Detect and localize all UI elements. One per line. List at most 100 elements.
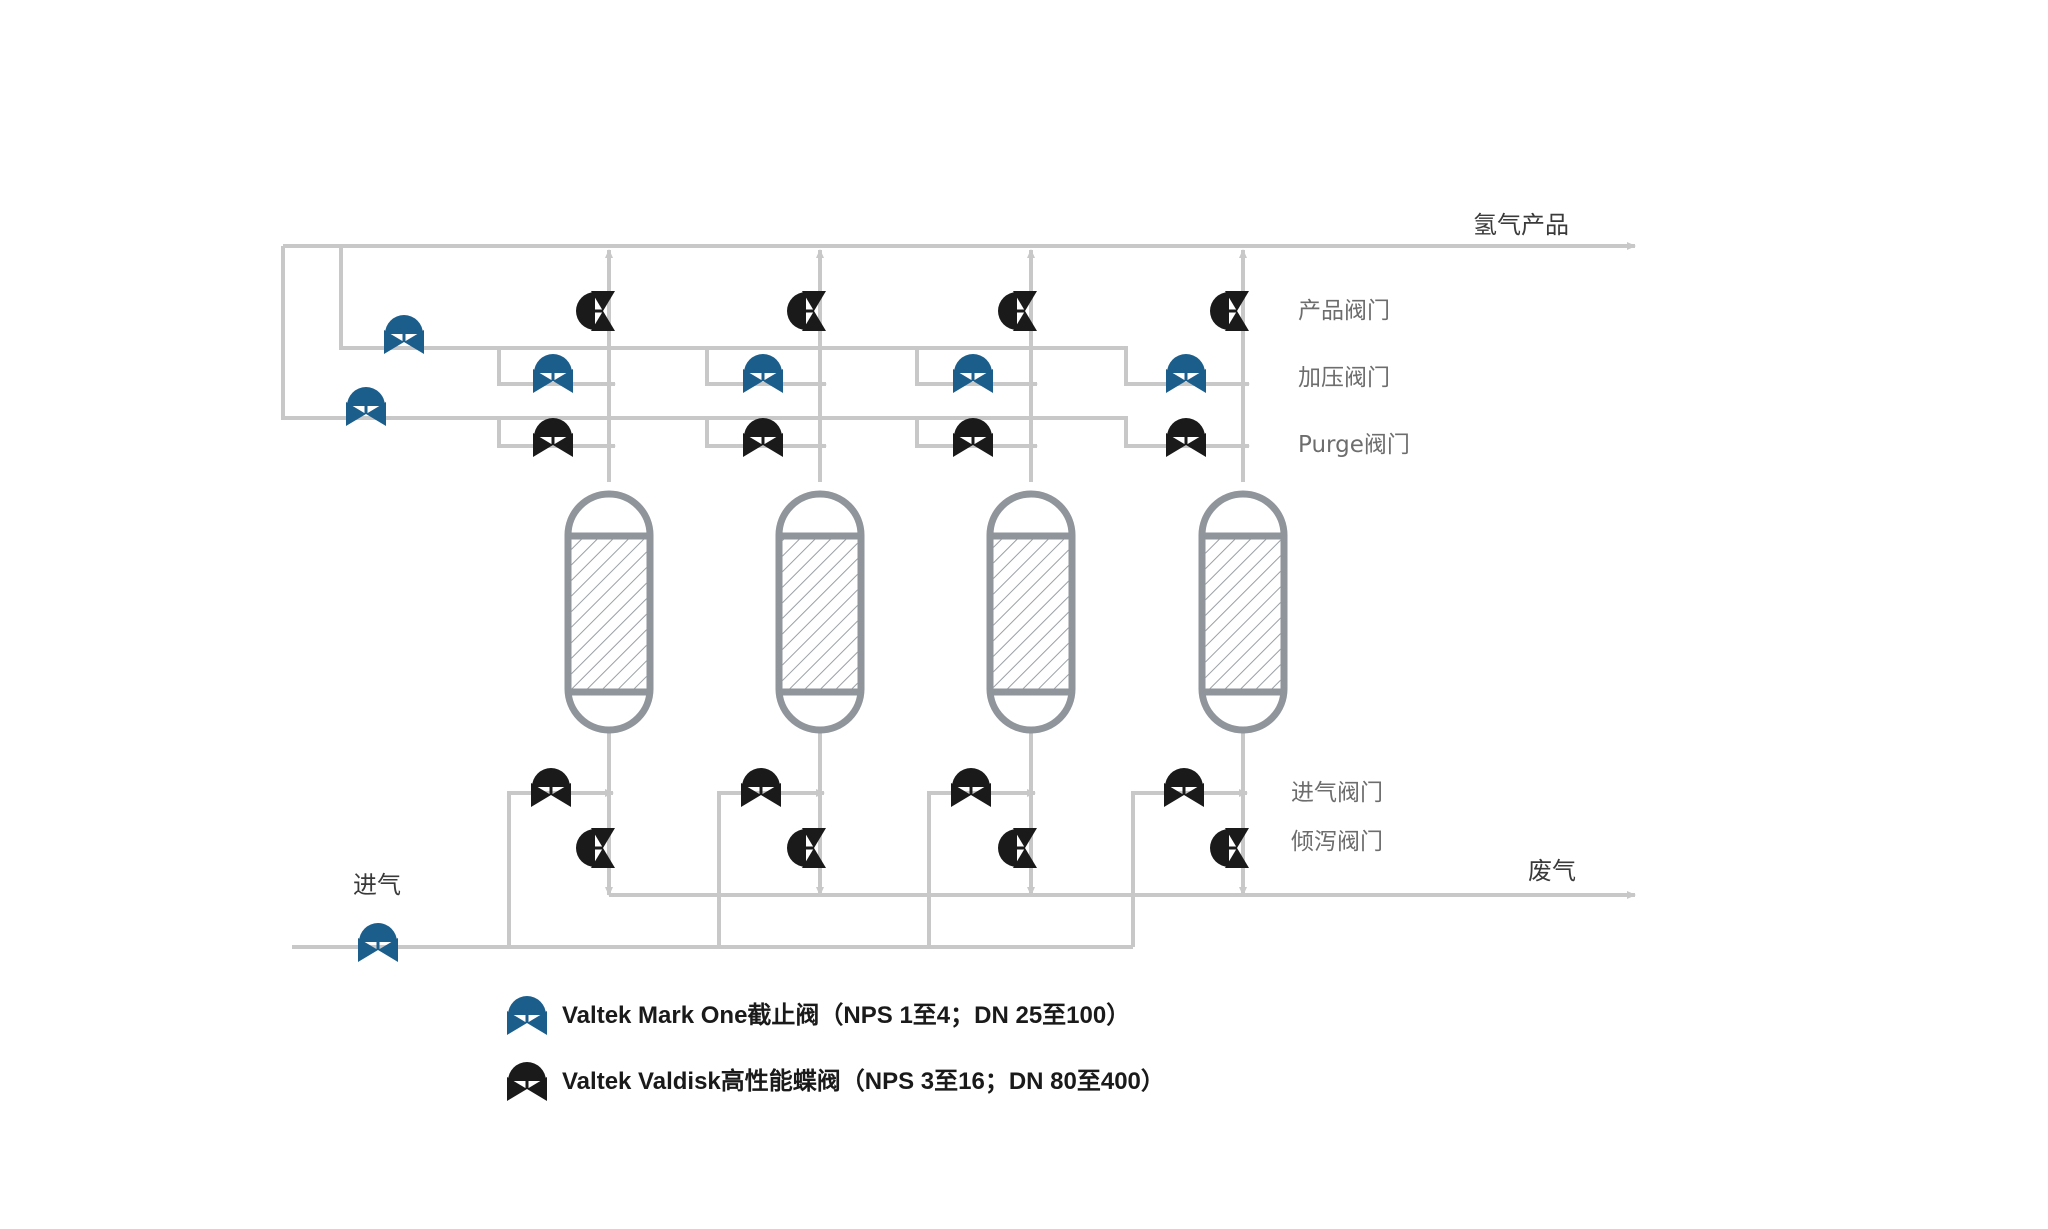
butterfly-valve-icon (998, 291, 1037, 331)
valve-body-right (971, 783, 991, 807)
actuator-dome (744, 354, 782, 373)
valve-body-top (1013, 828, 1037, 848)
pipe (497, 418, 616, 450)
pipe (915, 418, 1038, 450)
globe-valve-icon (533, 418, 573, 457)
valve-body-left (384, 330, 404, 354)
butterfly-valve-icon (787, 828, 826, 868)
globe-valve-icon (384, 315, 424, 354)
valve-body-bottom (591, 848, 615, 868)
valve-body-right (1184, 783, 1204, 807)
valve-body-left (1164, 783, 1184, 807)
actuator-dome (787, 292, 806, 330)
actuator-dome (532, 768, 570, 787)
globe-valve-icon (346, 387, 386, 426)
valve-body-right (1186, 369, 1206, 393)
valve-body-bottom (591, 311, 615, 331)
valve-body-left (507, 1011, 527, 1035)
valve-body-left (1166, 433, 1186, 457)
valve-body-right (763, 433, 783, 457)
globe-valve-icon (951, 768, 991, 807)
waste-gas-label: 废气 (1528, 857, 1576, 885)
valve-body-left (743, 369, 763, 393)
butterfly-valve-icon (1210, 291, 1249, 331)
adsorber-vessel (986, 490, 1076, 734)
valve-body-left (953, 433, 973, 457)
actuator-dome (1210, 292, 1229, 330)
actuator-dome (576, 829, 595, 867)
valve-body-top (591, 828, 615, 848)
legend-butterfly-valve (507, 1062, 547, 1101)
globe-valve-icon (533, 354, 573, 393)
valve-body-left (741, 783, 761, 807)
pipe (915, 348, 1038, 388)
actuator-dome (1167, 354, 1205, 373)
valve-body-right (973, 433, 993, 457)
pipe (705, 418, 827, 450)
product-valve-label: 产品阀门 (1298, 298, 1390, 324)
valve-body-top (591, 291, 615, 311)
dump-valve-label: 倾泻阀门 (1291, 829, 1383, 855)
globe-valve-icon (743, 418, 783, 457)
valve-body-top (802, 291, 826, 311)
purge-valve-label: Purge阀门 (1298, 432, 1410, 458)
valve-body-right (553, 433, 573, 457)
valve-body-right (973, 369, 993, 393)
globe-valve-icon (953, 418, 993, 457)
adsorbent-bed (1205, 536, 1281, 692)
adsorbent-bed (571, 536, 647, 692)
actuator-dome (385, 315, 423, 334)
globe-valve-icon (1164, 768, 1204, 807)
butterfly-valve-icon (576, 291, 615, 331)
valve-body-left (533, 433, 553, 457)
valve-body-right (527, 1077, 547, 1101)
valve-body-left (953, 369, 973, 393)
actuator-dome (954, 354, 992, 373)
pressurize-valve-label: 加压阀门 (1298, 365, 1390, 391)
pipe (507, 789, 614, 947)
valve-body-top (1225, 291, 1249, 311)
globe-valve-icon (531, 768, 571, 807)
feed-gas-label: 进气 (353, 871, 401, 899)
valve-body-right (527, 1011, 547, 1035)
valve-body-left (358, 938, 378, 962)
valve-body-top (1225, 828, 1249, 848)
globe-valve-icon (507, 996, 547, 1035)
valve-body-bottom (1225, 848, 1249, 868)
valve-body-left (531, 783, 551, 807)
globe-valve-icon (953, 354, 993, 393)
butterfly-valve-icon (998, 828, 1037, 868)
pipe (927, 789, 1036, 947)
valve-body-bottom (1013, 848, 1037, 868)
actuator-dome (744, 418, 782, 437)
adsorbent-bed (782, 536, 858, 692)
valve-body-right (1186, 433, 1206, 457)
valve-body-bottom (1225, 311, 1249, 331)
valve-body-bottom (802, 848, 826, 868)
butterfly-valve-icon (507, 1062, 547, 1101)
pipe (717, 789, 825, 947)
valve-body-right (553, 369, 573, 393)
legend-globe-valve (507, 996, 547, 1035)
adsorbent-bed (993, 536, 1069, 692)
actuator-dome (576, 292, 595, 330)
actuator-dome (1165, 768, 1203, 787)
globe-valve-icon (1166, 418, 1206, 457)
feed-valve-label: 进气阀门 (1291, 780, 1383, 806)
butterfly-valve-icon (787, 291, 826, 331)
actuator-dome (998, 829, 1017, 867)
valve-body-bottom (802, 311, 826, 331)
actuator-dome (1167, 418, 1205, 437)
adsorber-vessel (775, 490, 865, 734)
globe-valve-icon (741, 768, 781, 807)
valve-body-left (1166, 369, 1186, 393)
actuator-dome (347, 387, 385, 406)
actuator-dome (998, 292, 1017, 330)
valve-body-right (761, 783, 781, 807)
legend-mark-one-text: Valtek Mark One截止阀（NPS 1至4；DN 25至100） (562, 1001, 1130, 1029)
valve-body-right (404, 330, 424, 354)
globe-valve-icon (358, 923, 398, 962)
actuator-dome (359, 923, 397, 942)
adsorber-vessel (1198, 490, 1288, 734)
